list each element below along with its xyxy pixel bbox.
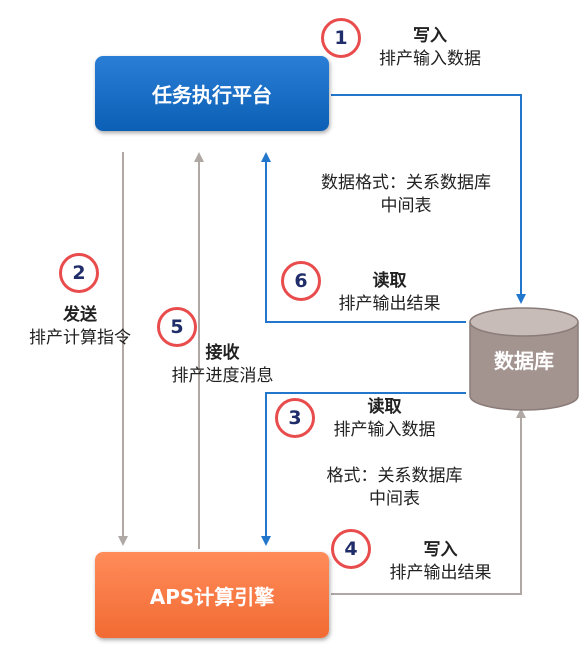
step-5-detail: 排产进度消息 — [171, 366, 274, 386]
arrow-step-4 — [331, 408, 526, 595]
step-6-action: 读取 — [372, 271, 407, 291]
format-note-top-line2: 中间表 — [380, 196, 432, 216]
format-note-bottom-line2: 中间表 — [369, 489, 420, 509]
step-5-badge: 5 — [157, 307, 197, 347]
step-1-action: 写入 — [413, 26, 447, 46]
format-note-top-line1: 数据格式：关系数据库 — [321, 173, 491, 193]
step-6-badge: 6 — [281, 261, 321, 301]
aps-engine-label: APS计算引擎 — [149, 584, 275, 609]
arrow-step-6 — [261, 152, 466, 323]
step-5-action: 接收 — [205, 343, 240, 363]
format-note-bottom-line1: 格式：关系数据库 — [326, 466, 463, 486]
aps-engine-node: APS计算引擎 — [95, 552, 329, 638]
step-4-detail: 排产输出结果 — [389, 563, 492, 583]
step-2-action: 发送 — [63, 305, 97, 325]
arrow-step-3 — [261, 392, 466, 546]
step-2-detail: 排产计算指令 — [29, 328, 131, 348]
step-2-badge: 2 — [59, 253, 99, 293]
arrow-step-1 — [331, 94, 526, 304]
step-6-detail: 排产输出结果 — [338, 294, 441, 314]
database-label: 数据库 — [494, 349, 554, 373]
step-4-badge: 4 — [331, 529, 371, 569]
database-cylinder — [469, 307, 579, 411]
step-3-action: 读取 — [367, 397, 402, 417]
step-4-action: 写入 — [423, 540, 458, 560]
step-1-badge: 1 — [321, 18, 361, 58]
task-platform-node: 任务执行平台 — [95, 56, 329, 131]
step-3-detail: 排产输入数据 — [333, 420, 436, 440]
step-3-badge: 3 — [275, 398, 315, 438]
task-platform-label: 任务执行平台 — [152, 83, 272, 107]
step-1-detail: 排产输入数据 — [379, 49, 481, 69]
